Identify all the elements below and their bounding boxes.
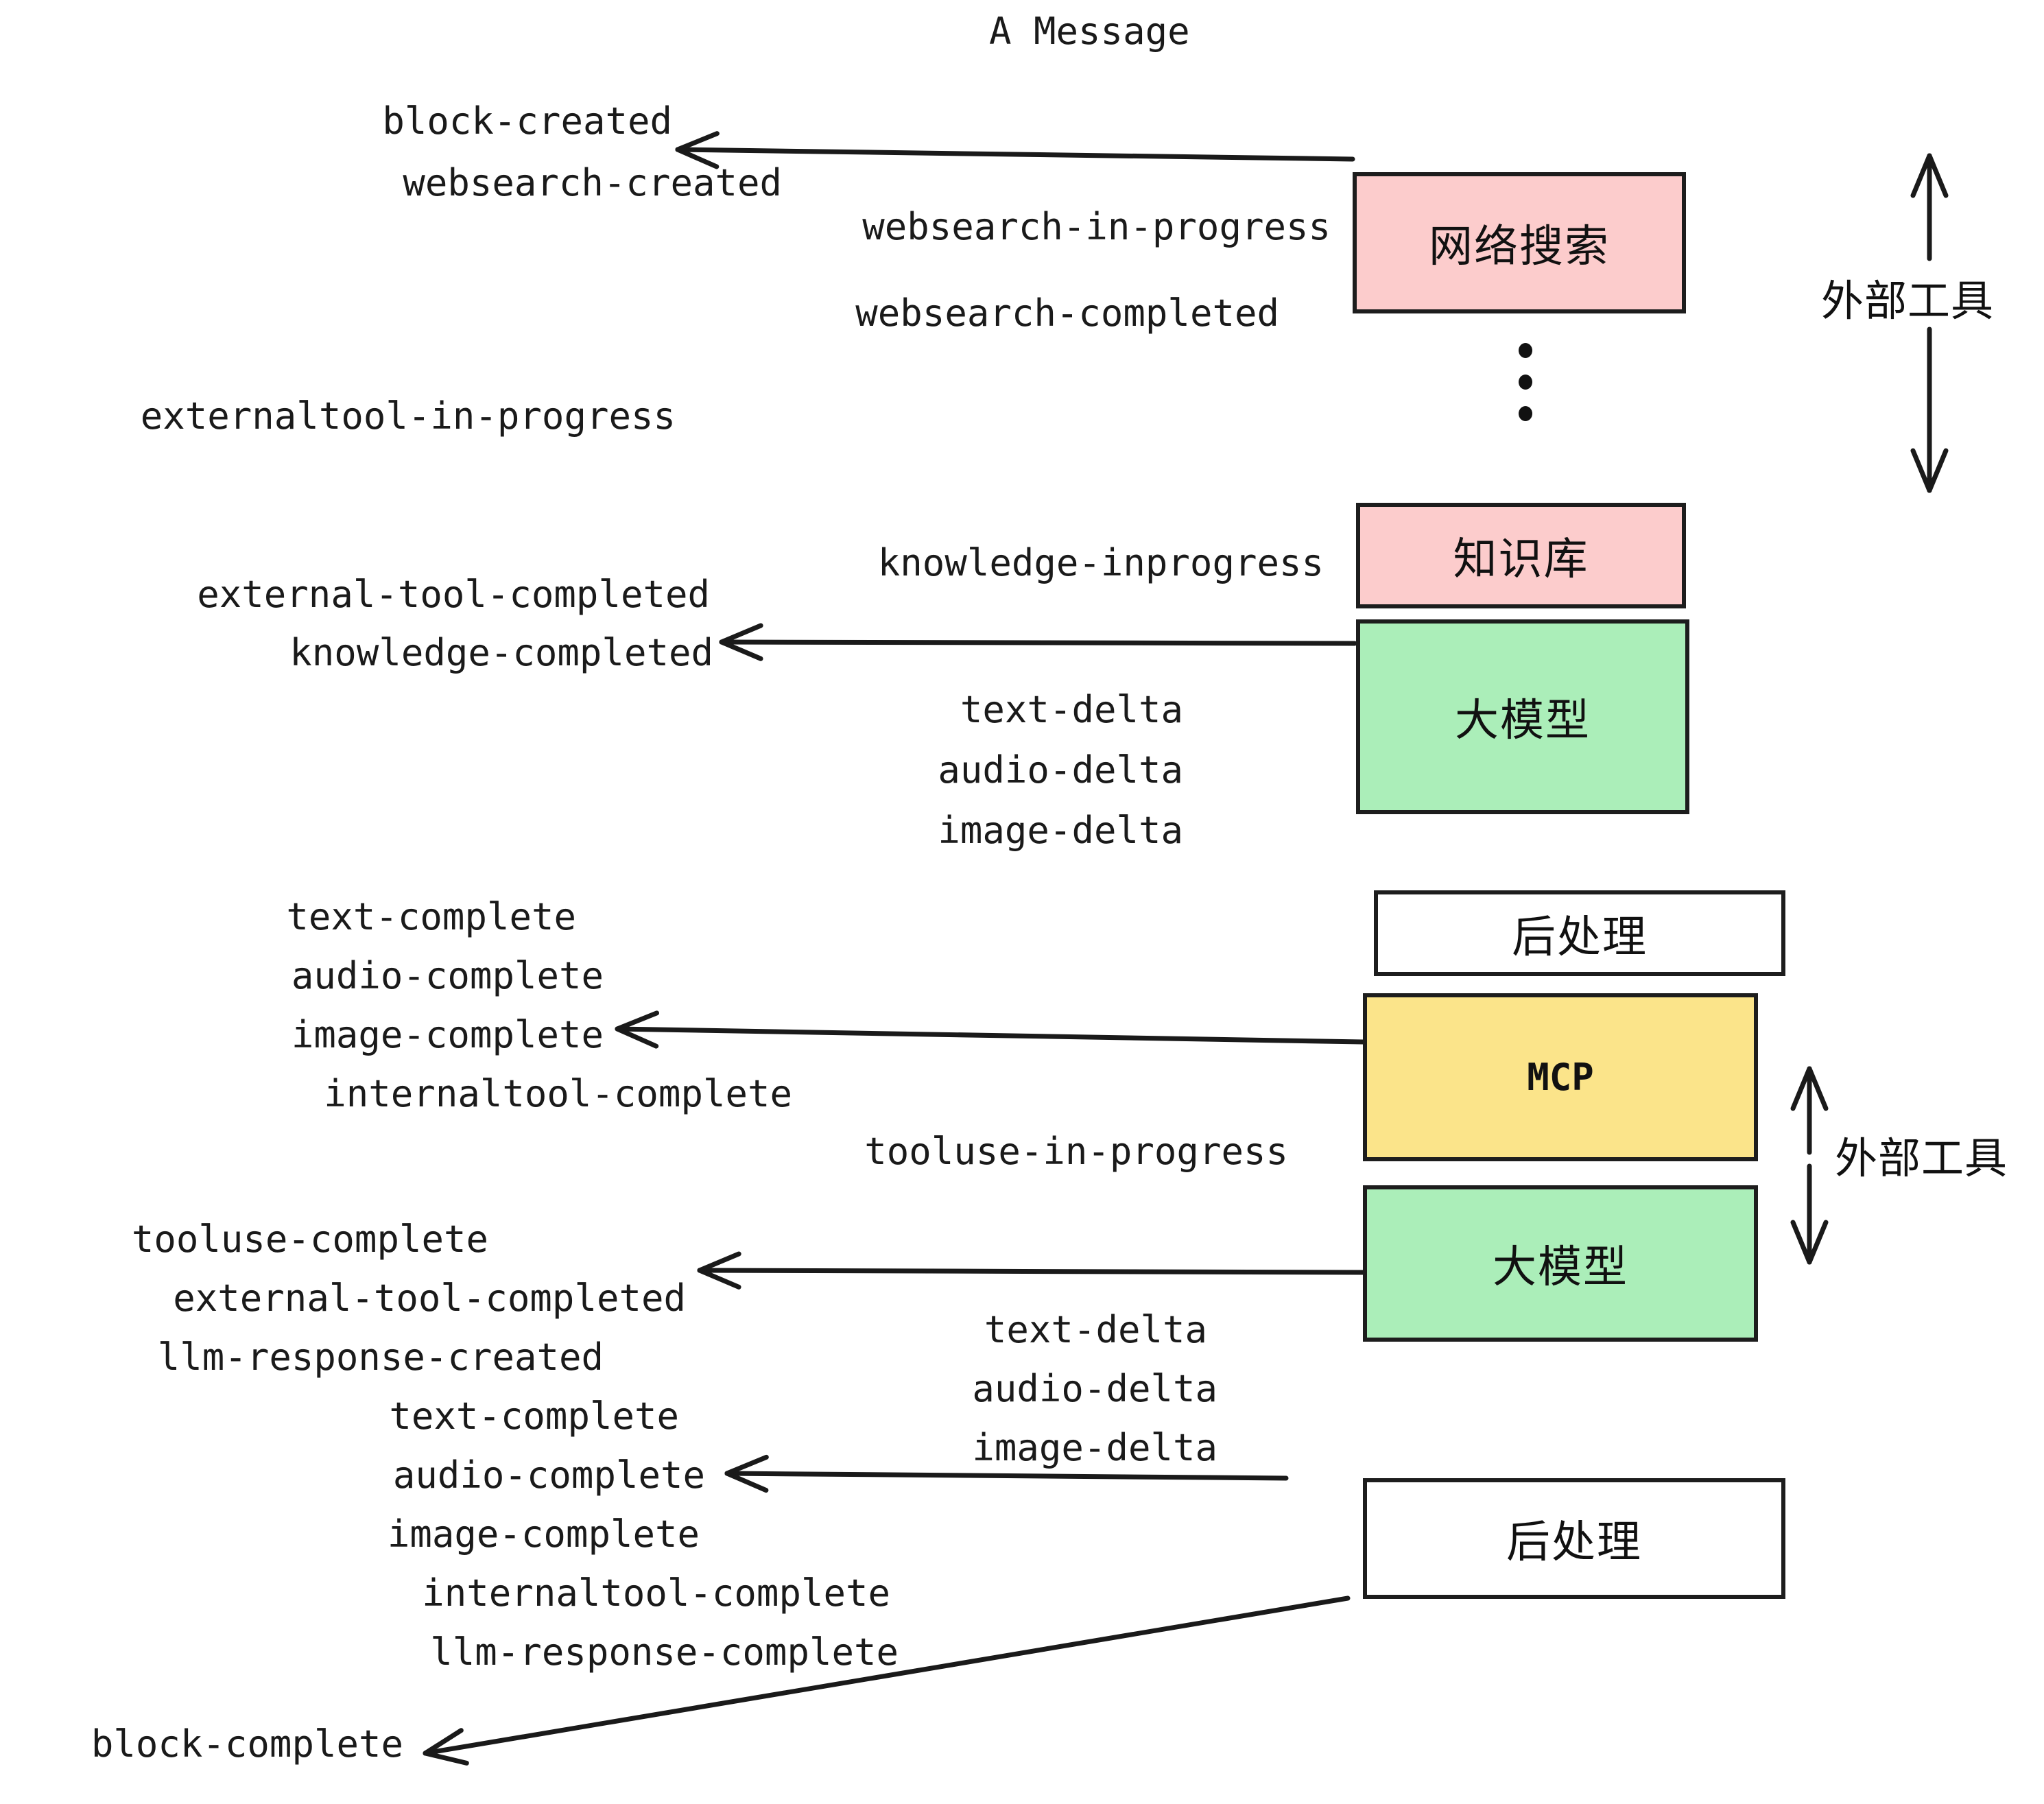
arrow-audio-complete-head-a [724, 1471, 769, 1493]
arrow-image-complete-head-a [615, 1026, 659, 1049]
arrow-block-complete-head-b [423, 1728, 464, 1756]
page-title: A Message [989, 10, 1190, 53]
ext-tool-up-top-head-b [1927, 153, 1949, 198]
event-label-audio-delta-1: audio-delta [938, 748, 1183, 792]
event-label-text-delta-2: text-delta [984, 1308, 1207, 1351]
event-label-tooluse-in-progress: tooluse-in-progress [864, 1130, 1288, 1173]
arrow-tooluse-complete-head-a [697, 1268, 741, 1290]
arrow-knowledge-completed-shaft [719, 639, 1357, 646]
event-label-block-complete: block-complete [91, 1722, 403, 1766]
event-label-tooluse-complete: tooluse-complete [131, 1218, 488, 1261]
event-label-knowledge-completed: knowledge-completed [289, 631, 713, 674]
event-label-websearch-created: websearch-created [403, 161, 782, 204]
event-label-text-complete-1: text-complete [286, 895, 576, 938]
arrow-image-complete-shaft [615, 1026, 1366, 1045]
side-label-external-tools-top: 外部工具 [1821, 276, 1995, 326]
ext-tool-down-bottom-head-b [1807, 1220, 1829, 1265]
arrow-tooluse-complete-shaft [697, 1268, 1366, 1275]
arrow-tooluse-complete-head-b [697, 1251, 741, 1273]
ext-tool-up-top-head-a [1910, 153, 1932, 198]
event-label-image-delta-2: image-delta [972, 1426, 1217, 1469]
arrow-block-created-head-b [675, 131, 720, 152]
ext-tool-up-bottom-head-b [1807, 1066, 1829, 1111]
event-label-text-complete-2: text-complete [389, 1394, 679, 1438]
side-label-external-tools-bottom: 外部工具 [1835, 1133, 2008, 1183]
arrow-audio-complete-head-b [724, 1454, 769, 1476]
arrow-knowledge-completed-head-b [719, 623, 763, 645]
arrow-block-created-shaft [675, 147, 1355, 162]
event-label-external-tool-completed-2: external-tool-completed [173, 1277, 686, 1320]
event-label-internaltool-complete-1: internaltool-complete [324, 1072, 792, 1115]
box-postprocess-1: 后处理 [1374, 890, 1785, 976]
box-knowledge: 知识库 [1356, 503, 1686, 608]
arrow-knowledge-completed-head-a [719, 639, 763, 661]
ext-tool-down-bottom-head-a [1790, 1220, 1812, 1265]
box-llm-1: 大模型 [1356, 619, 1689, 814]
event-label-image-complete-2: image-complete [387, 1512, 700, 1556]
event-label-internaltool-complete-2: internaltool-complete [422, 1571, 890, 1615]
ellipsis-dot [1519, 375, 1532, 390]
arrow-block-complete-shaft [423, 1595, 1351, 1756]
event-label-knowledge-inprogress: knowledge-inprogress [877, 541, 1324, 584]
event-label-external-tool-completed-1: external-tool-completed [197, 573, 710, 616]
event-label-audio-complete-2: audio-complete [392, 1453, 705, 1497]
event-label-llm-response-complete: llm-response-complete [430, 1630, 899, 1674]
arrow-block-complete-head-a [423, 1750, 469, 1766]
ellipsis-dot [1519, 406, 1532, 421]
ellipsis-dot [1519, 343, 1532, 358]
event-label-audio-delta-2: audio-delta [972, 1367, 1217, 1410]
arrow-image-complete-head-b [615, 1010, 660, 1032]
event-label-websearch-completed: websearch-completed [855, 292, 1279, 335]
box-postprocess-2: 后处理 [1363, 1478, 1785, 1599]
box-websearch: 网络搜索 [1353, 172, 1686, 313]
box-mcp: MCP [1363, 993, 1758, 1161]
event-label-audio-complete-1: audio-complete [291, 954, 604, 997]
ext-tool-down-top-head-a [1910, 448, 1932, 493]
event-label-block-created: block-created [382, 99, 672, 143]
vertical-ellipsis-icon [1519, 343, 1532, 421]
event-label-llm-response-created: llm-response-created [157, 1336, 604, 1379]
ext-tool-down-top-head-b [1927, 448, 1949, 493]
arrow-audio-complete-shaft [724, 1471, 1289, 1481]
event-label-websearch-in-progress: websearch-in-progress [862, 205, 1331, 248]
ext-tool-up-bottom-head-a [1790, 1066, 1812, 1111]
event-label-image-delta-1: image-delta [938, 809, 1183, 852]
event-label-externaltool-in-progress: externaltool-in-progress [140, 394, 676, 438]
box-llm-2: 大模型 [1363, 1185, 1758, 1342]
event-label-image-complete-1: image-complete [291, 1013, 604, 1056]
event-label-text-delta-1: text-delta [960, 688, 1183, 731]
